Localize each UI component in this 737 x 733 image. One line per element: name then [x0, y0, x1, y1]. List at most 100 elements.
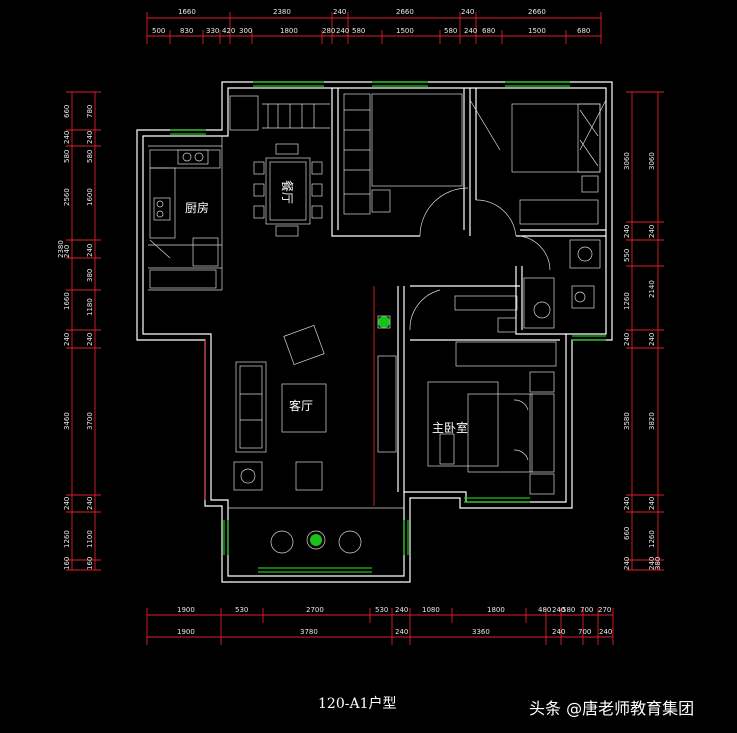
dim-top1-3: 2660 — [396, 8, 414, 16]
dim-top2-3: 420 — [222, 27, 235, 35]
dim-right1-0: 3060 — [648, 152, 656, 170]
dim-left2-2: 580 — [86, 150, 94, 163]
doors — [409, 99, 607, 331]
dim-bottom2-0: 1900 — [177, 628, 195, 636]
dim-top1-5: 2660 — [528, 8, 546, 16]
dim-bottom2-5: 700 — [578, 628, 591, 636]
dim-left1-5: 2380 — [57, 240, 65, 258]
bottom-dimensions: 1900 530 2700 530 240 1080 1800 480 240 … — [146, 606, 614, 645]
dim-left2-0: 780 — [86, 105, 94, 118]
dim-top2-11: 240 — [464, 27, 477, 35]
dim-left1-8: 3460 — [63, 412, 71, 430]
dim-top2-0: 500 — [152, 27, 165, 35]
bedroom2-furniture — [511, 103, 601, 225]
dim-right2-5: 3580 — [623, 412, 631, 430]
dim-top1-1: 2380 — [273, 8, 291, 16]
dim-left2-3: 1600 — [86, 188, 94, 206]
dim-left2-10: 1100 — [86, 530, 94, 548]
dim-top2-13: 1500 — [528, 27, 546, 35]
master-furniture: 主卧室 — [427, 295, 557, 495]
dim-top1-2: 240 — [333, 8, 346, 16]
dim-top2-2: 330 — [206, 27, 219, 35]
plan-title: 120-A1户型 — [318, 696, 397, 712]
dining-furniture: 餐厅 — [229, 95, 330, 237]
dim-left1-3: 2560 — [63, 188, 71, 206]
dim-bottom1-6: 1800 — [487, 606, 505, 614]
dim-top2-14: 680 — [577, 27, 590, 35]
dim-bottom1-11: 270 — [598, 606, 611, 614]
dim-left2-6: 1180 — [86, 298, 94, 316]
dim-top1-4: 240 — [461, 8, 474, 16]
dim-right2-2: 550 — [623, 249, 631, 262]
room-label-living: 客厅 — [289, 398, 313, 413]
dim-left2-1: 240 — [86, 131, 94, 144]
dim-left2-9: 240 — [86, 497, 94, 510]
dim-bottom1-8: 240 — [552, 606, 565, 614]
dim-top2-5: 1800 — [280, 27, 298, 35]
bathroom-fixtures — [523, 239, 601, 329]
dim-left1-2: 580 — [63, 150, 71, 163]
dim-left2-5: 380 — [86, 269, 94, 282]
dim-bottom1-1: 530 — [235, 606, 248, 614]
dim-left2-11: 160 — [86, 557, 94, 570]
dim-right1-2: 2140 — [648, 280, 656, 298]
dim-top2-7: 240 — [336, 27, 349, 35]
left-dimensions: 660 240 580 2560 240 2380 1660 240 3460 … — [57, 91, 101, 571]
dim-bottom2-3: 3360 — [472, 628, 490, 636]
dim-top2-6: 280 — [322, 27, 335, 35]
dim-right1-4: 3820 — [648, 412, 656, 430]
living-furniture: 客厅 — [233, 315, 397, 491]
balcony-furniture — [270, 530, 362, 554]
dim-right2-7: 660 — [623, 527, 631, 540]
dim-right2-4: 240 — [623, 333, 631, 346]
dim-right1-8: 380 — [654, 557, 662, 570]
dim-right1-6: 1260 — [648, 530, 656, 548]
dim-top1-0: 1660 — [178, 8, 196, 16]
dim-left2-7: 240 — [86, 333, 94, 346]
dim-right2-6: 240 — [623, 497, 631, 510]
dim-left1-7: 240 — [63, 333, 71, 346]
bedroom1-furniture — [343, 93, 463, 215]
kitchen-furniture: 厨房 — [149, 149, 221, 289]
dim-left1-1: 240 — [63, 131, 71, 144]
watermark: 头条 @唐老师教育集团 — [529, 699, 695, 718]
dim-right2-8: 240 — [623, 557, 631, 570]
dim-top2-10: 580 — [444, 27, 457, 35]
dim-right2-3: 1260 — [623, 292, 631, 310]
dim-right2-0: 3060 — [623, 152, 631, 170]
dim-bottom2-2: 240 — [395, 628, 408, 636]
dim-bottom2-1: 3780 — [300, 628, 318, 636]
dim-bottom1-7: 480 — [538, 606, 551, 614]
dim-left1-0: 660 — [63, 105, 71, 118]
dim-bottom1-9: 580 — [562, 606, 575, 614]
dim-bottom1-5: 1080 — [422, 606, 440, 614]
top-dimensions: 1660 2380 240 2660 240 2660 500 830 330 … — [146, 8, 602, 44]
dim-right1-7: 240 — [648, 557, 656, 570]
dim-bottom1-10: 700 — [580, 606, 593, 614]
dim-left1-6: 1660 — [63, 292, 71, 310]
dim-left2-8: 3700 — [86, 412, 94, 430]
dim-left2-4: 240 — [86, 244, 94, 257]
dim-top2-1: 830 — [180, 27, 193, 35]
dim-right2-1: 240 — [623, 225, 631, 238]
dim-top2-12: 680 — [482, 27, 495, 35]
dim-bottom1-2: 2700 — [306, 606, 324, 614]
right-dimensions: 3060 240 2140 240 3820 240 1260 240 380 … — [623, 91, 664, 571]
dim-bottom1-3: 530 — [375, 606, 388, 614]
dim-bottom2-6: 240 — [599, 628, 612, 636]
windows — [170, 81, 606, 573]
dim-top2-9: 1500 — [396, 27, 414, 35]
dim-top2-4: 300 — [239, 27, 252, 35]
dim-bottom1-0: 1900 — [177, 606, 195, 614]
room-label-master: 主卧室 — [432, 420, 468, 435]
dim-bottom1-4: 240 — [395, 606, 408, 614]
dim-top2-8: 580 — [352, 27, 365, 35]
dim-right1-1: 240 — [648, 225, 656, 238]
dim-right1-3: 240 — [648, 333, 656, 346]
dim-left1-11: 160 — [63, 557, 71, 570]
dim-right1-5: 240 — [648, 497, 656, 510]
dim-left1-9: 240 — [63, 497, 71, 510]
dim-bottom2-4: 240 — [552, 628, 565, 636]
